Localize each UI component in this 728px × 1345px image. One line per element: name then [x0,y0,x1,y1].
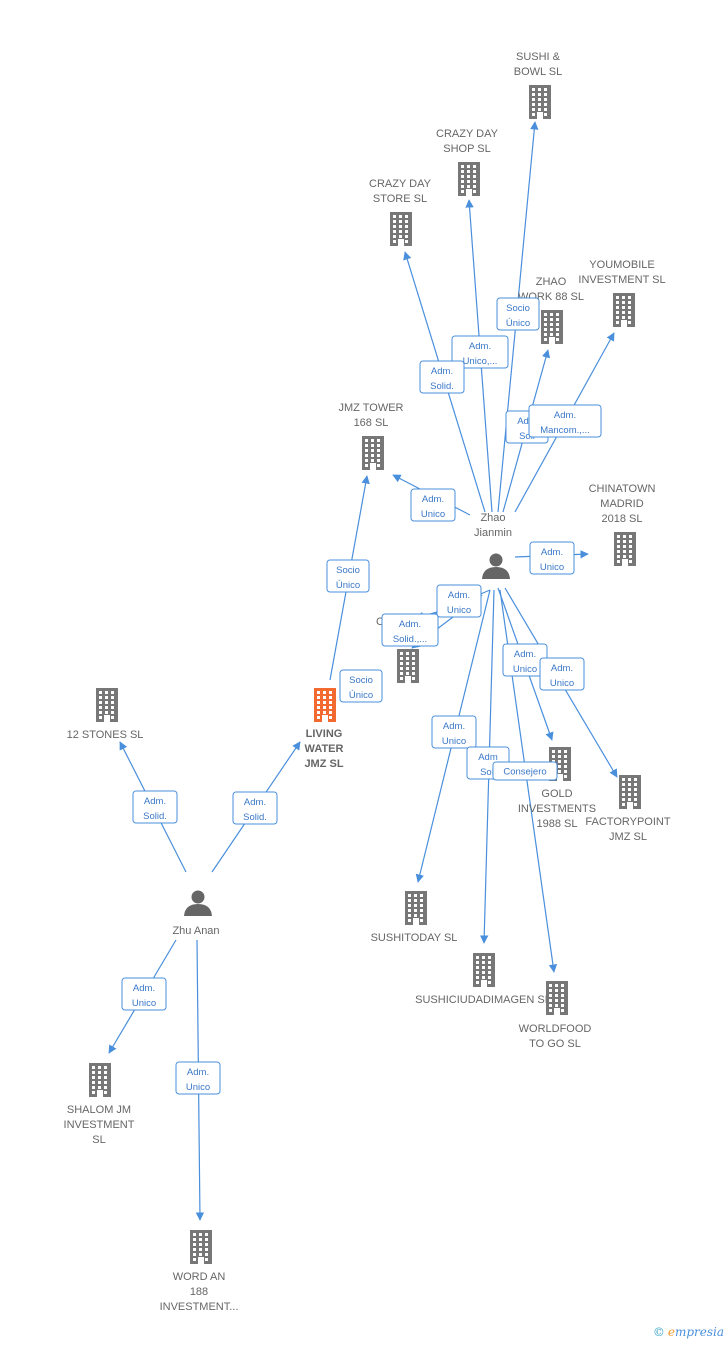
role-badge-b17[interactable]: Adm.Solid. [132,790,178,824]
role-badge-text: Adm.Unico,... [463,341,498,367]
building-icon [546,981,568,1015]
role-badge-text: Adm.Unico [186,1067,210,1093]
role-badge-text: Adm.Solid. [430,366,454,392]
role-badge-text: Adm.Unico [447,590,471,616]
company-label-sushi: SUSHI &BOWL SL [514,51,563,78]
role-badge-b5[interactable]: Adm.Mancom.,... [528,404,602,438]
role-badge-text: Adm.Solid. [143,796,167,822]
building-icon [314,688,336,722]
building-icon [614,532,636,566]
brand-initial: e [667,1325,675,1339]
role-badge-text: Adm.Unico [132,983,156,1009]
building-icon [529,85,551,119]
building-icon [541,310,563,344]
role-badge-b3[interactable]: Adm.Solid. [419,360,465,394]
brand-rest: mpresia [674,1325,724,1339]
building-icon [390,212,412,246]
building-icon [397,649,419,683]
company-node-cnode[interactable]: C [376,616,419,683]
building-icon [405,891,427,925]
company-node-sushitoday[interactable]: SUSHITODAY SL [371,891,458,944]
role-badge-b20[interactable]: Adm.Unico [175,1061,221,1095]
role-badge-text: Adm.Unico [513,649,537,675]
company-label-cnode: C [376,616,384,628]
role-badge-b19[interactable]: Adm.Unico [121,977,167,1011]
role-badge-b7[interactable]: Adm.Unico [529,541,575,575]
role-badge-b14[interactable]: Adm.Unico [431,715,477,749]
person-label-zhu: Zhu Anan [172,925,219,937]
person-icon [482,553,510,579]
role-badge-b18[interactable]: Adm.Solid. [232,791,278,825]
role-badge-text: Consejero [503,767,546,778]
role-badge-b16[interactable]: Consejero [492,761,558,781]
company-label-sushitoday: SUSHITODAY SL [371,932,458,944]
role-badge-text: Adm.Unico [442,721,466,747]
role-badge-b2[interactable]: Adm.Unico,... [451,335,509,369]
building-icon [362,436,384,470]
role-badge-text: Adm.Unico [421,494,445,520]
building-icon [190,1230,212,1264]
company-node-twelve[interactable]: 12 STONES SL [67,688,144,741]
building-icon [619,775,641,809]
company-node-sushi[interactable]: SUSHI &BOWL SL [514,51,563,119]
role-badge-b13[interactable]: Adm.Unico [539,657,585,691]
building-icon [96,688,118,722]
building-icon [473,953,495,987]
company-label-twelve: 12 STONES SL [67,729,144,741]
person-node-zhu[interactable]: Zhu Anan [172,890,220,938]
building-icon [89,1063,111,1097]
role-badge-text: Adm.Unico [540,547,564,573]
company-node-sushiciudad[interactable]: SUSHICIUDADIMAGEN SL [415,953,551,1006]
person-icon [184,890,212,916]
role-badge-text: Adm.Unico [550,663,574,689]
building-icon [458,162,480,196]
empresia-logo[interactable]: ©empresia [653,1325,724,1339]
role-badge-b10[interactable]: Adm.Solid.,... [381,613,439,647]
role-badge-b6[interactable]: Adm.Unico [410,488,456,522]
company-label-sushiciudad: SUSHICIUDADIMAGEN SL [415,994,551,1006]
role-badge-text: Adm.Solid.,... [393,619,427,645]
role-badge-text: Adm.Solid. [243,797,267,823]
building-icon [613,293,635,327]
copyright-mark: © [652,1325,665,1339]
role-badge-text: Adm.Mancom.,... [540,410,590,436]
role-badge-b9[interactable]: Adm.Unico [436,584,482,618]
